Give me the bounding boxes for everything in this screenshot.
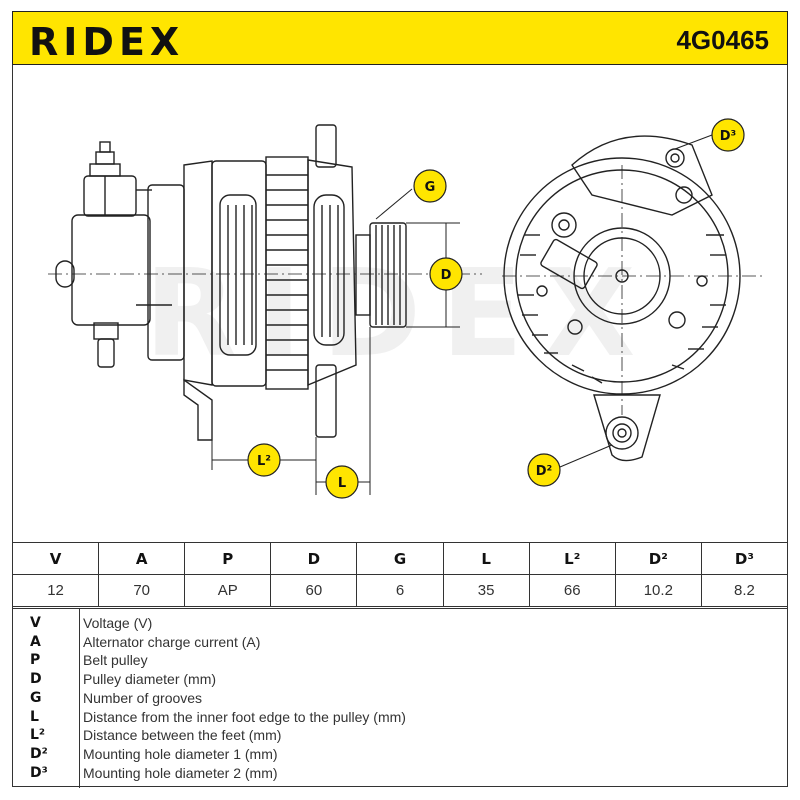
- legend-item: D³ Mounting hole diameter 2 (mm): [12, 765, 788, 784]
- spec-value-p: AP: [184, 574, 272, 607]
- spec-value-a: 70: [98, 574, 186, 607]
- spec-table: V A P D G L L² D² D³ 12 70 AP 60 6 35 66…: [11, 542, 789, 607]
- svg-text:G: G: [425, 180, 436, 195]
- spec-value-g: 6: [356, 574, 444, 607]
- legend-text: Voltage (V): [83, 615, 153, 631]
- legend-text: Mounting hole diameter 2 (mm): [83, 764, 278, 781]
- legend-text: Mounting hole diameter 1 (mm): [83, 745, 278, 762]
- header-bar: RIDEX 4G0465: [12, 11, 788, 65]
- spec-header-l2: L²: [528, 542, 616, 575]
- badge-l: L: [325, 465, 359, 499]
- spec-value-d3: 8.2: [700, 574, 789, 607]
- spec-value-d: 60: [270, 574, 358, 607]
- legend-item: D² Mounting hole diameter 1 (mm): [12, 746, 788, 765]
- spec-header-row: V A P D G L L² D² D³: [11, 542, 789, 575]
- badge-d: D: [429, 257, 463, 291]
- spec-header-d3: D³: [700, 542, 789, 575]
- legend-item: A Alternator charge current (A): [12, 634, 788, 653]
- legend-symbol: D: [30, 671, 42, 688]
- spec-header-d: D: [270, 542, 358, 575]
- badge-d2: D²: [527, 453, 561, 487]
- spec-value-l: 35: [442, 574, 530, 607]
- spec-value-d2: 10.2: [614, 574, 702, 607]
- spec-header-a: A: [98, 542, 186, 575]
- legend-item: P Belt pulley: [12, 652, 788, 671]
- spec-header-g: G: [356, 542, 444, 575]
- side-view: [48, 124, 482, 441]
- legend-text: Number of grooves: [83, 689, 203, 706]
- badge-d3: D³: [711, 118, 745, 152]
- content-frame: [12, 65, 788, 787]
- legend-item: G Number of grooves: [12, 690, 788, 709]
- legend-symbol: L: [30, 708, 39, 725]
- badge-l2: L²: [247, 443, 281, 477]
- legend-symbol: D²: [30, 745, 48, 762]
- alternator-drawing: RIDEX: [48, 118, 762, 499]
- legend-text: Distance between the feet (mm): [83, 727, 282, 744]
- legend-text: Distance from the inner foot edge to the…: [83, 708, 406, 725]
- legend-text: Belt pulley: [83, 652, 148, 669]
- legend-symbol: L²: [30, 727, 46, 744]
- watermark: RIDEX: [144, 245, 655, 384]
- legend-symbol: G: [30, 689, 42, 706]
- part-number: 4G0465: [676, 25, 769, 55]
- svg-text:L: L: [338, 476, 346, 491]
- spec-value-l2: 66: [528, 574, 616, 607]
- spec-header-l: L: [442, 542, 530, 575]
- front-view: [502, 134, 762, 468]
- legend-item: V Voltage (V): [12, 615, 788, 634]
- svg-text:D³: D³: [720, 129, 737, 144]
- legend-item: D Pulley diameter (mm): [12, 671, 788, 690]
- legend-divider: [79, 609, 80, 788]
- spec-header-p: P: [184, 542, 272, 575]
- legend-symbol: A: [30, 633, 41, 650]
- badge-g: G: [413, 169, 447, 203]
- svg-text:D: D: [441, 268, 452, 283]
- svg-text:L²: L²: [257, 454, 271, 469]
- legend-symbol: V: [30, 615, 41, 631]
- brand-logo: RIDEX: [29, 20, 185, 64]
- legend-text: Alternator charge current (A): [83, 633, 261, 650]
- legend-symbol: P: [30, 652, 41, 669]
- svg-text:D²: D²: [536, 464, 553, 479]
- legend-text: Pulley diameter (mm): [83, 671, 217, 688]
- spec-header-d2: D²: [614, 542, 702, 575]
- legend-item: L² Distance between the feet (mm): [12, 727, 788, 746]
- legend: V Voltage (V) A Alternator charge curren…: [12, 608, 788, 788]
- legend-item: L Distance from the inner foot edge to t…: [12, 709, 788, 728]
- legend-symbol: D³: [30, 764, 48, 781]
- spec-value-row: 12 70 AP 60 6 35 66 10.2 8.2: [11, 574, 789, 607]
- spec-header-v: V: [11, 542, 100, 575]
- spec-value-v: 12: [11, 574, 100, 607]
